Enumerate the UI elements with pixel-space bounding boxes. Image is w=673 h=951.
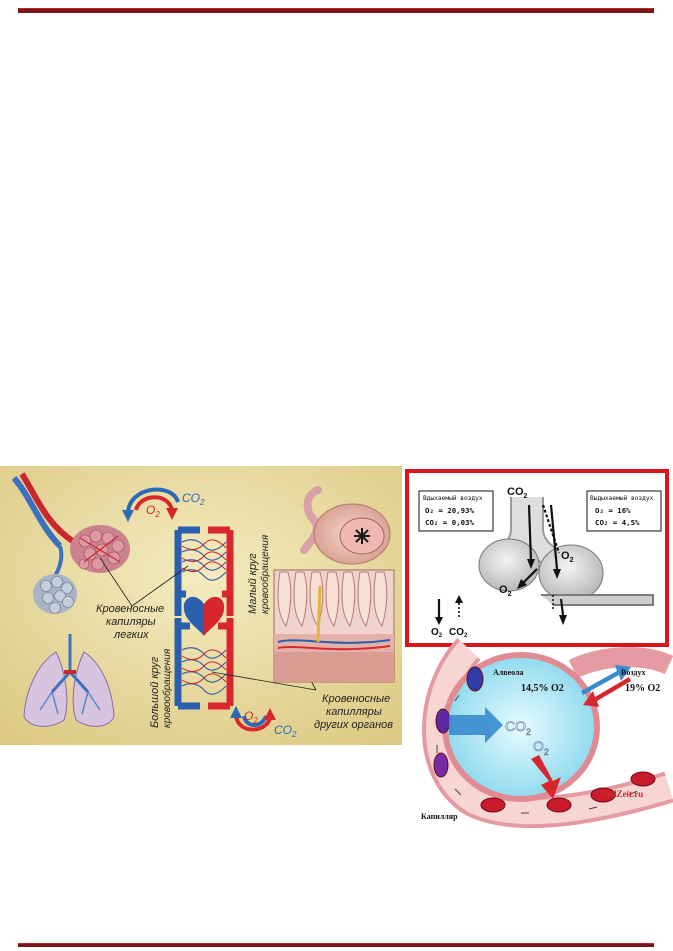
legend-arrows: O2 CO2 (431, 595, 475, 641)
alveola-label: Алвеола (493, 668, 524, 677)
circulation-loops (174, 526, 234, 710)
o2-big-label: O2 (533, 738, 549, 757)
bottom-gas-arrows (230, 706, 276, 732)
air-label: Воздух (621, 668, 645, 677)
capillary-alveola-illustration (422, 637, 673, 829)
organ-caps-label-2: капилляры (326, 706, 382, 718)
lungs-illustration (23, 634, 115, 727)
footer-rule (18, 943, 654, 947)
alveoli-cluster-illustration (11, 472, 130, 614)
legend-co2: CO2 (449, 627, 468, 639)
circulation-figure: O2 CO2 (0, 466, 402, 745)
small-circle-label-1: Малый круг (247, 553, 259, 614)
o2-right-label: O2 (561, 550, 574, 564)
gas-exchange-figure: CO2 O2 O2 Вдыхаемый воздух O₂ = 20,93% C… (405, 469, 673, 829)
inhaled-title: Вдыхаемый воздух (423, 494, 483, 502)
top-gas-arrows (122, 487, 180, 522)
big-circle-label-2: кровообращения (161, 648, 173, 728)
exhaled-o2: O₂ = 16% (595, 506, 631, 515)
co2-big-label: CO2 (505, 718, 531, 737)
big-circle-label-1: Большой круг (149, 656, 161, 728)
top-co2-label: CO2 (182, 491, 205, 507)
exhaled-air-box: Выдыхаемый воздух O₂ = 16% CO₂ = 4,5% (586, 490, 662, 532)
co2-top-label: CO2 (507, 486, 528, 500)
header-rule (18, 8, 654, 13)
bottom-o2-label: O2 (244, 709, 258, 725)
inhaled-air-box: Вдыхаемый воздух O₂ = 20,93% CO₂ = 0,03% (418, 490, 494, 532)
alveola-o2-pct: 14,5% O2 (521, 683, 564, 694)
heart-illustration (183, 596, 225, 636)
bottom-co2-label: CO2 (274, 723, 297, 739)
legend-o2: O2 (431, 627, 443, 639)
alveoli-sacs-illustration (478, 497, 654, 625)
exhaled-title: Выдыхаемый воздух (590, 494, 654, 502)
red-frame (405, 469, 669, 647)
o2-left-label: O2 (499, 584, 512, 598)
lung-caps-label-1: Кровеносные (96, 603, 164, 615)
watermark: MedZeit.ru (599, 789, 643, 799)
lung-caps-label-3: легких (113, 629, 149, 641)
tissue-section-illustration (273, 569, 395, 683)
organ-caps-label-3: других органов (314, 719, 393, 731)
small-circle-label-2: кровообращения (259, 534, 271, 614)
top-o2-label: O2 (146, 503, 160, 519)
intestine-illustration (300, 486, 391, 565)
capillary-label: Капилляр (421, 812, 458, 821)
lung-caps-label-2: капиляры (106, 616, 156, 628)
exhaled-co2: CO₂ = 4,5% (595, 518, 640, 527)
inhaled-o2: O₂ = 20,93% (425, 506, 474, 515)
organ-caps-label-1: Кровеносные (322, 693, 390, 705)
inhaled-co2: CO₂ = 0,03% (425, 518, 474, 527)
air-o2-pct: 19% O2 (625, 683, 660, 694)
